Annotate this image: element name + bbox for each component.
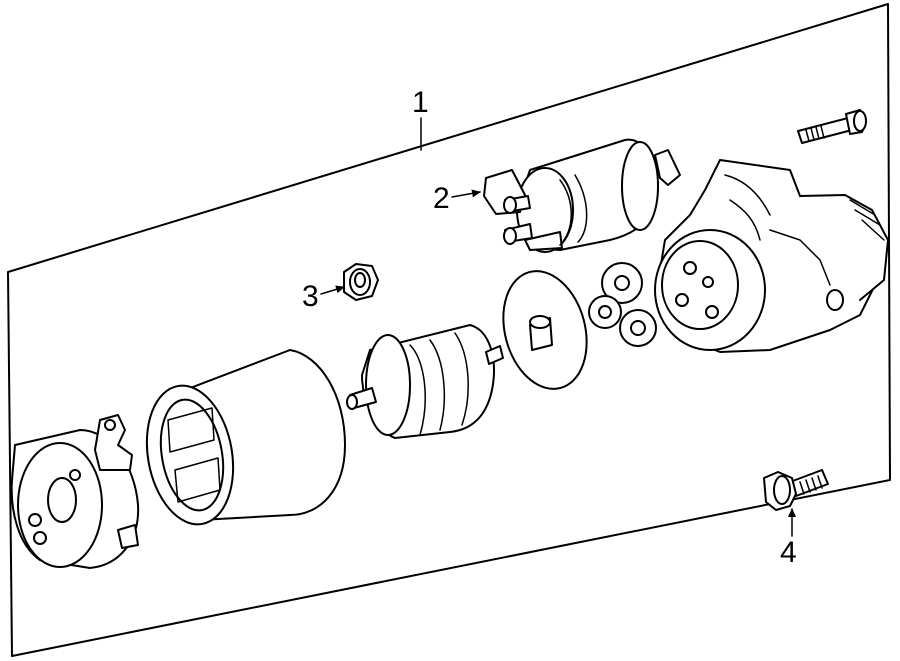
callout-3-arrow: [320, 285, 345, 295]
assembly-panel: [7, 3, 891, 657]
drive-housing: [654, 159, 889, 353]
callout-2-arrow: [451, 189, 481, 198]
planetary-gears: [588, 262, 657, 347]
armature: [346, 324, 504, 439]
commutator-end-cover: [10, 414, 140, 569]
mounting-bolt: [763, 469, 829, 511]
callout-4-label: 4: [780, 536, 797, 569]
yoke-field-frame: [145, 349, 346, 526]
callout-2-label: 2: [433, 182, 450, 215]
solenoid-switch: [483, 138, 681, 253]
callout-3-label: 3: [302, 280, 319, 313]
through-bolt: [797, 109, 867, 144]
terminal-nut: [343, 263, 379, 301]
gear-plate: [502, 270, 588, 390]
callout-1-label: 1: [412, 86, 429, 119]
